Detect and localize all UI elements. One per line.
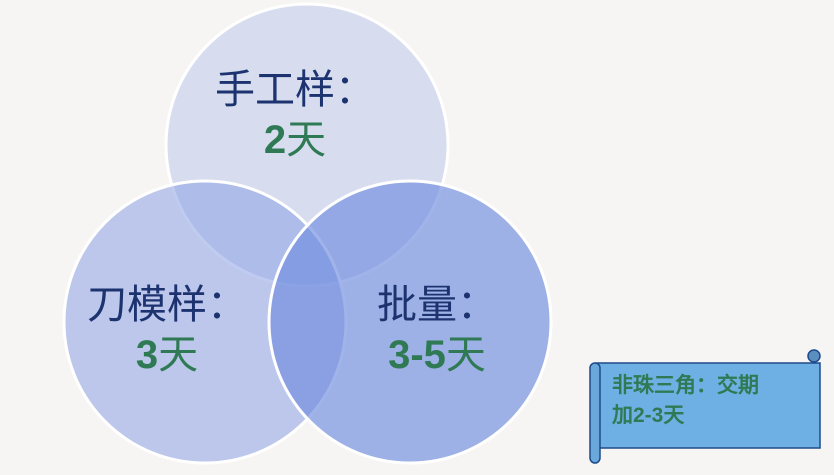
scroll-note: 非珠三角：交期 加2-3天 bbox=[612, 370, 812, 431]
label-handmade-sample: 手工样： 2天 bbox=[200, 65, 390, 165]
label-text: 批量： bbox=[377, 282, 497, 328]
label-text: 刀模样： bbox=[87, 282, 247, 328]
duration: 3天 bbox=[135, 332, 199, 378]
label-die-cut-sample: 刀模样： 3天 bbox=[72, 280, 262, 380]
duration: 2天 bbox=[263, 117, 327, 163]
label-text: 手工样： bbox=[215, 67, 375, 113]
note-line1: 非珠三角：交期 bbox=[612, 373, 759, 397]
note-line2: 加2-3天 bbox=[612, 403, 685, 427]
duration: 3-5天 bbox=[388, 332, 486, 378]
scroll-shape bbox=[589, 349, 821, 464]
circle-mass-production bbox=[267, 179, 553, 465]
label-mass-production: 批量： 3-5天 bbox=[342, 280, 532, 380]
